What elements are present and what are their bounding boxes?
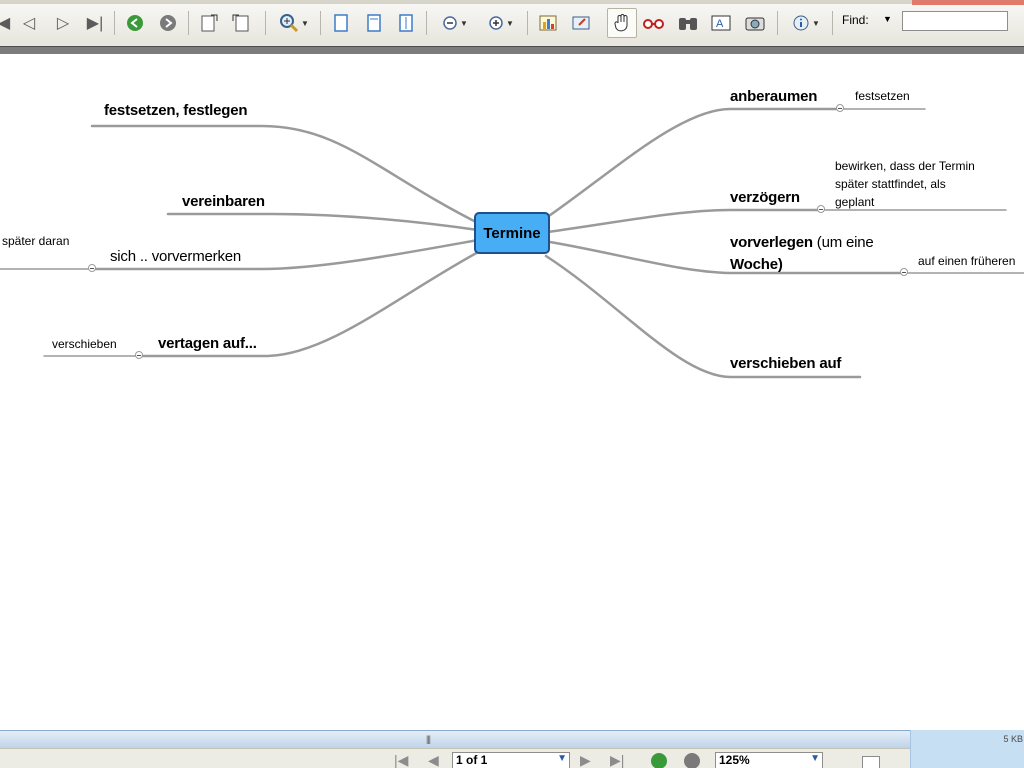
snapshot-icon[interactable] — [743, 10, 767, 36]
subtopic-vorverlegen-note[interactable]: auf einen früheren — [918, 254, 1016, 268]
topic-festsetzen[interactable]: festsetzen, festlegen — [104, 102, 248, 119]
subtopic-anberaumen-note[interactable]: festsetzen — [855, 89, 910, 103]
rotate-counterclockwise-icon[interactable] — [229, 10, 253, 36]
glasses-icon[interactable] — [642, 10, 666, 36]
topic-verschieben[interactable]: verschieben auf — [730, 355, 842, 372]
toolbar-separator — [527, 11, 528, 35]
branch-anberaumen — [544, 107, 842, 220]
first-page-icon[interactable]: ◀ — [0, 15, 11, 32]
next-page-icon[interactable]: ▷ — [56, 15, 70, 32]
last-page-icon[interactable]: ▶| — [86, 15, 104, 32]
collapse-toggle-icon[interactable] — [900, 268, 908, 276]
topic-vertagen[interactable]: vertagen auf... — [158, 335, 257, 352]
subtopic-verzoegern-note[interactable]: bewirken, dass der Termin später stattfi… — [835, 157, 975, 211]
mindmap-branches — [0, 107, 1024, 379]
binoculars-icon[interactable] — [676, 10, 700, 36]
branch-festsetzen — [90, 124, 482, 226]
side-panel: 5 KB — [910, 730, 1024, 768]
collapse-toggle-icon[interactable] — [135, 351, 143, 359]
hand-tool-icon[interactable] — [607, 8, 637, 38]
zoom-in-circle-icon[interactable]: ▼ — [482, 10, 520, 36]
branch-verzoegern — [546, 208, 822, 234]
branch-vereinbaren — [166, 212, 480, 232]
file-size-label: 5 KB — [1003, 734, 1023, 744]
find-input[interactable] — [902, 11, 1008, 31]
topic-vorverlegen-line2: Woche) — [730, 256, 783, 273]
branch-vormerken — [90, 238, 480, 271]
collapse-toggle-icon[interactable] — [817, 205, 825, 213]
single-page-layout-icon[interactable] — [862, 756, 880, 768]
subtopic-vertagen-note[interactable]: verschieben — [52, 337, 117, 351]
window-close-tab[interactable] — [912, 0, 1024, 5]
chevron-down-icon[interactable]: ▼ — [301, 18, 309, 28]
topic-vorverlegen-line1: vorverlegen (um eine — [730, 232, 874, 254]
scrollbar-grip-icon[interactable]: ||| — [426, 734, 431, 744]
chevron-down-icon[interactable]: ▼ — [812, 18, 820, 28]
document-top-border — [0, 46, 1024, 54]
chart-icon[interactable] — [536, 10, 560, 36]
chevron-down-icon[interactable]: ▼ — [810, 753, 820, 764]
note-line: bewirken, dass der Termin — [835, 159, 975, 173]
central-topic[interactable]: Termine — [474, 212, 550, 254]
facing-page-icon[interactable] — [394, 10, 418, 36]
continuous-page-icon[interactable] — [362, 10, 386, 36]
last-page-icon[interactable]: ▶| — [610, 752, 625, 768]
branch-verschieben — [544, 254, 862, 379]
zoom-level-value: 125% — [719, 753, 750, 767]
page-number-field[interactable]: 1 of 1 ▼ — [452, 752, 570, 768]
horizontal-scrollbar[interactable]: ||| — [0, 730, 1024, 749]
page-number-value: 1 of 1 — [456, 753, 488, 767]
chevron-down-icon[interactable]: ▼ — [460, 18, 468, 28]
single-page-icon[interactable] — [329, 10, 353, 36]
rotate-clockwise-icon[interactable] — [197, 10, 221, 36]
next-page-icon[interactable]: ▶ — [580, 752, 591, 768]
toolbar-separator — [265, 11, 266, 35]
topic-vorverlegen-rest: (um eine — [812, 234, 874, 251]
export-icon[interactable] — [569, 10, 593, 36]
text-select-icon[interactable]: A — [709, 10, 733, 36]
chevron-down-icon[interactable]: ▼ — [557, 753, 567, 764]
find-label: Find: — [842, 13, 869, 27]
go-forward-icon[interactable] — [156, 10, 180, 36]
topic-vereinbaren[interactable]: vereinbaren — [182, 193, 265, 210]
toolbar: ◀ ◁ ▷ ▶| ▼ ▼ ▼ — [0, 0, 1024, 47]
info-icon[interactable]: ▼ — [786, 10, 826, 36]
toolbar-separator — [832, 11, 833, 35]
collapse-toggle-icon[interactable] — [88, 264, 96, 272]
go-back-icon[interactable] — [123, 10, 147, 36]
go-forward-icon[interactable] — [684, 753, 700, 768]
zoom-level-field[interactable]: 125% ▼ — [715, 752, 823, 768]
previous-page-icon[interactable]: ◁ — [22, 15, 36, 32]
find-options-chevron-icon[interactable]: ▼ — [883, 14, 892, 24]
topic-vorverlegen-bold: vorverlegen — [730, 234, 813, 251]
topic-vormerken[interactable]: sich .. vorvermerken — [110, 248, 241, 265]
toolbar-separator — [426, 11, 427, 35]
toolbar-separator — [188, 11, 189, 35]
zoom-out-circle-icon[interactable]: ▼ — [436, 10, 474, 36]
toolbar-separator — [114, 11, 115, 35]
topic-anberaumen[interactable]: anberaumen — [730, 88, 818, 105]
toolbar-separator — [320, 11, 321, 35]
mindmap-canvas: festsetzen, festlegen vereinbaren sich .… — [0, 54, 1024, 730]
menu-strip — [0, 0, 1024, 4]
branch-vertagen — [138, 248, 484, 358]
svg-text:A: A — [716, 18, 724, 30]
note-line: später stattfindet, als — [835, 177, 946, 191]
topic-verzoegern[interactable]: verzögern — [730, 189, 800, 206]
previous-page-icon[interactable]: ◀ — [428, 752, 439, 768]
topic-vormerken-text: sich .. vorvermerken — [110, 248, 242, 265]
zoom-in-icon[interactable]: ▼ — [274, 10, 314, 36]
go-back-icon[interactable] — [651, 753, 667, 768]
central-topic-label: Termine — [483, 224, 541, 242]
first-page-icon[interactable]: |◀ — [394, 752, 409, 768]
collapse-toggle-icon[interactable] — [836, 104, 844, 112]
topic-vorverlegen[interactable]: vorverlegen (um eine Woche) — [730, 232, 874, 276]
subtopic-vormerken-note[interactable]: später daran — [2, 234, 70, 248]
toolbar-separator — [777, 11, 778, 35]
branch-vorverlegen — [548, 240, 906, 275]
chevron-down-icon[interactable]: ▼ — [506, 18, 514, 28]
note-line: geplant — [835, 195, 875, 209]
